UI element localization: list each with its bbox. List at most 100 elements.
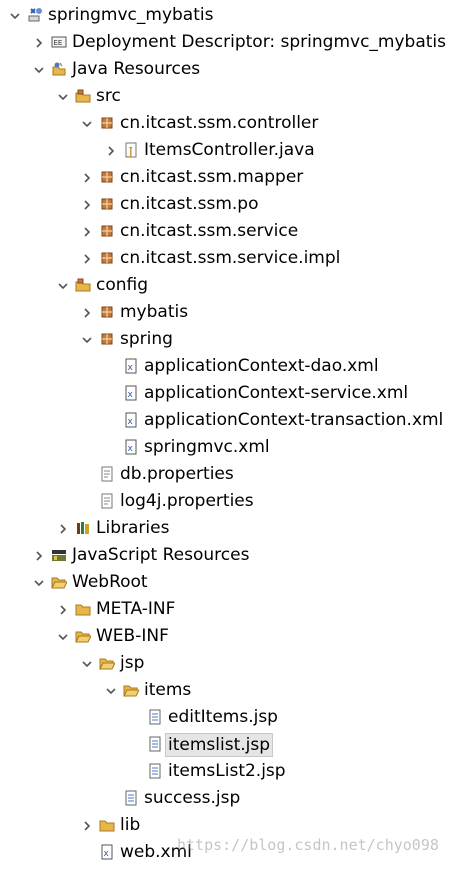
javascript-resources-icon: [51, 547, 67, 563]
tree-item-label: cn.itcast.ssm.service.impl: [120, 248, 341, 268]
chevron-down-icon[interactable]: [80, 656, 94, 670]
package-icon: [99, 223, 115, 239]
tree-item[interactable]: Libraries: [0, 515, 461, 542]
tree-item-label: jsp: [120, 653, 145, 673]
chevron-right-icon[interactable]: [80, 197, 94, 211]
tree-item[interactable]: db.properties: [0, 461, 461, 488]
chevron-right-icon[interactable]: [80, 305, 94, 319]
folder-open-icon: [51, 574, 68, 590]
chevron-down-icon[interactable]: [80, 116, 94, 130]
chevron-down-icon[interactable]: [104, 683, 118, 697]
tree-item[interactable]: log4j.properties: [0, 488, 461, 515]
chevron-down-icon[interactable]: [56, 89, 70, 103]
tree-item-label: applicationContext-dao.xml: [144, 356, 379, 376]
folder-open-icon: [75, 628, 92, 644]
tree-item[interactable]: mybatis: [0, 299, 461, 326]
tree-item[interactable]: editItems.jsp: [0, 704, 461, 731]
tree-item-label: WEB-INF: [96, 626, 169, 646]
xml-file-icon: x: [123, 412, 139, 428]
tree-item-label: cn.itcast.ssm.mapper: [120, 167, 304, 187]
chevron-right-icon[interactable]: [56, 521, 70, 535]
tree-item[interactable]: WebRoot: [0, 569, 461, 596]
folder-open-icon: [99, 655, 116, 671]
svg-text:x: x: [104, 849, 110, 859]
tree-item[interactable]: x springmvc.xml: [0, 434, 461, 461]
package-icon: [99, 331, 115, 347]
tree-item[interactable]: cn.itcast.ssm.po: [0, 191, 461, 218]
chevron-down-icon[interactable]: [80, 332, 94, 346]
chevron-right-icon[interactable]: [80, 818, 94, 832]
tree-item[interactable]: lib: [0, 812, 461, 839]
java-file-icon: J: [123, 142, 139, 158]
svg-text:x: x: [128, 444, 134, 454]
tree-item-label: mybatis: [120, 302, 189, 322]
tree-item[interactable]: cn.itcast.ssm.service: [0, 218, 461, 245]
tree-item-label: ItemsController.java: [144, 140, 315, 160]
tree-item[interactable]: success.jsp: [0, 785, 461, 812]
tree-item-label: applicationContext-transaction.xml: [144, 410, 444, 430]
tree-item[interactable]: items: [0, 677, 461, 704]
package-icon: [99, 169, 115, 185]
properties-file-icon: [99, 466, 115, 482]
tree-item[interactable]: cn.itcast.ssm.service.impl: [0, 245, 461, 272]
tree-item[interactable]: JavaScript Resources: [0, 542, 461, 569]
chevron-down-icon[interactable]: [32, 62, 46, 76]
tree-item-label: WebRoot: [72, 572, 148, 592]
tree-item[interactable]: cn.itcast.ssm.controller: [0, 110, 461, 137]
tree-item[interactable]: itemsList2.jsp: [0, 758, 461, 785]
tree-item[interactable]: META-INF: [0, 596, 461, 623]
source-folder-icon: [75, 88, 91, 104]
xml-file-icon: x: [123, 439, 139, 455]
tree-item-label: cn.itcast.ssm.po: [120, 194, 259, 214]
chevron-right-icon[interactable]: [32, 35, 46, 49]
chevron-right-icon[interactable]: [80, 251, 94, 265]
tree-item[interactable]: spring: [0, 326, 461, 353]
tree-item-label: cn.itcast.ssm.controller: [120, 113, 319, 133]
tree-item[interactable]: itemslist.jsp: [0, 731, 461, 758]
chevron-right-icon[interactable]: [80, 224, 94, 238]
svg-text:x: x: [128, 390, 134, 400]
tree-item[interactable]: config: [0, 272, 461, 299]
folder-icon: [75, 601, 91, 617]
tree-item-label: editItems.jsp: [168, 707, 278, 727]
tree-item-label: applicationContext-service.xml: [144, 383, 409, 403]
tree-item[interactable]: x applicationContext-transaction.xml: [0, 407, 461, 434]
tree-item-label: cn.itcast.ssm.service: [120, 221, 299, 241]
folder-icon: [99, 817, 115, 833]
chevron-down-icon[interactable]: [56, 629, 70, 643]
tree-item[interactable]: x web.xml: [0, 839, 461, 866]
libraries-icon: [75, 520, 91, 536]
tree-item[interactable]: cn.itcast.ssm.mapper: [0, 164, 461, 191]
tree-item[interactable]: x applicationContext-service.xml: [0, 380, 461, 407]
tree-item[interactable]: J ItemsController.java: [0, 137, 461, 164]
tree-item-label: springmvc.xml: [144, 437, 270, 457]
tree-item[interactable]: src: [0, 83, 461, 110]
deployment-descriptor-icon: EE: [51, 34, 67, 50]
chevron-right-icon[interactable]: [32, 548, 46, 562]
xml-file-icon: x: [123, 385, 139, 401]
project-icon: [27, 7, 43, 23]
chevron-down-icon[interactable]: [56, 278, 70, 292]
chevron-down-icon[interactable]: [32, 575, 46, 589]
tree-item[interactable]: jsp: [0, 650, 461, 677]
svg-text:x: x: [128, 363, 134, 373]
tree-item-label: web.xml: [120, 842, 192, 862]
tree-item-label: itemsList2.jsp: [168, 761, 286, 781]
tree-item-label: spring: [120, 329, 173, 349]
tree-item[interactable]: WEB-INF: [0, 623, 461, 650]
tree-item-label: src: [96, 86, 121, 106]
watermark: https://blog.csdn.net/chyo098: [177, 836, 439, 854]
chevron-down-icon[interactable]: [8, 8, 22, 22]
chevron-right-icon[interactable]: [104, 143, 118, 157]
chevron-right-icon[interactable]: [56, 602, 70, 616]
java-resources-icon: [51, 61, 67, 77]
chevron-right-icon[interactable]: [80, 170, 94, 184]
tree-item[interactable]: x applicationContext-dao.xml: [0, 353, 461, 380]
package-icon: [99, 250, 115, 266]
tree-item[interactable]: Java Resources: [0, 56, 461, 83]
tree-item-label: lib: [120, 815, 141, 835]
properties-file-icon: [99, 493, 115, 509]
tree-item[interactable]: springmvc_mybatis: [0, 2, 461, 29]
